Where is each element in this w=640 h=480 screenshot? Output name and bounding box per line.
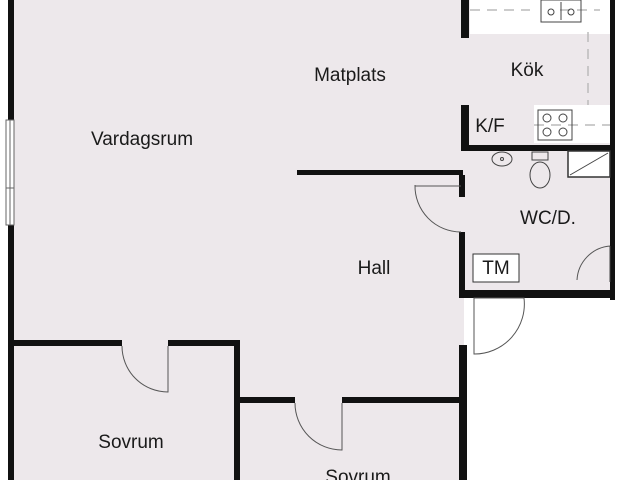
walls [5,0,615,480]
door-entrance [473,297,525,355]
toilet-icon [529,151,551,189]
doors [121,184,525,451]
bathroom-fixtures [472,150,611,283]
room-label-vardagsrum: Vardagsrum [91,129,193,150]
stove-icon [537,109,573,141]
door-sovrum2 [294,402,343,451]
sink-icon [540,0,582,23]
room-label-kok: Kök [511,60,544,81]
door-wc [414,184,462,233]
room-label-sovrum-2: Sovrum [325,467,390,480]
door-sovrum1 [121,345,169,393]
kitchen-counters [470,0,614,143]
room-label-matplats: Matplats [314,65,386,86]
room-label-hall: Hall [358,258,391,279]
room-label-sovrum-1: Sovrum [98,432,163,453]
room-label-tm: TM [482,258,509,279]
room-label-kf: K/F [475,116,505,137]
room-label-wc: WC/D. [520,208,576,229]
washbasin-icon [491,151,513,167]
